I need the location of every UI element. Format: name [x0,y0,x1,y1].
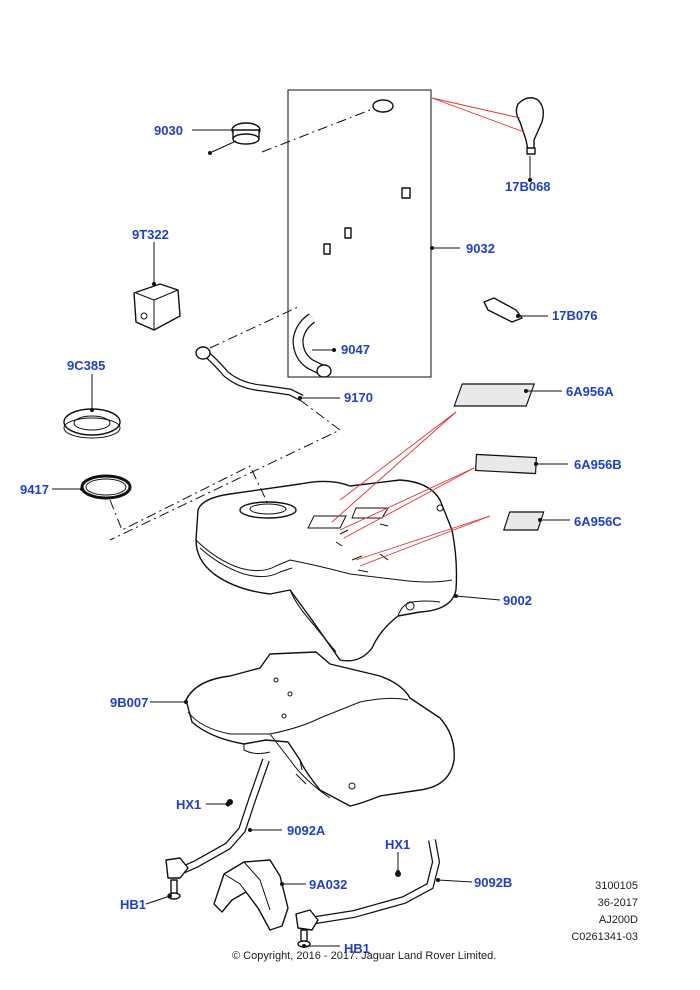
clip [483,297,523,323]
label-vent-tube[interactable]: 9170 [344,390,373,405]
label-6a956b[interactable]: 6A956B [574,457,622,472]
strap-b [295,839,441,931]
fuel-filler-pipe [301,97,426,319]
label-c-shape [502,511,545,531]
label-hb1-bottom[interactable]: HB1 [344,941,370,956]
label-b-shape [474,453,538,475]
label-a-shape [453,383,536,407]
label-hose[interactable]: 9047 [341,342,370,357]
info-line-1: 3100105 [595,880,638,892]
heat-shield [185,651,455,807]
hose [292,313,332,378]
label-clip[interactable]: 17B076 [552,308,598,323]
label-funnel[interactable]: 17B068 [505,179,551,194]
vent-to-tank-dashline [109,399,341,541]
strap-a [165,758,270,879]
fuel-tank [195,479,458,662]
vent-tube [195,346,304,402]
fuel-cap [208,122,261,155]
diagram-info-block: 3100105 36-2017 AJ200D C0261341-03 [571,878,638,946]
label-hx1-left[interactable]: HX1 [176,797,201,812]
vent-to-pipe-dashline [209,305,301,349]
label-6a956a[interactable]: 6A956A [566,384,614,399]
seal [80,474,132,500]
cap-to-pipe-dashline [261,109,371,153]
red-callouts [331,97,525,567]
label-fuel-tank[interactable]: 9002 [503,593,532,608]
label-lock-ring[interactable]: 9C385 [67,358,105,373]
copyright-notice: © Copyright, 2016 - 2017. Jaguar Land Ro… [232,950,497,962]
funnel [515,97,545,155]
control-module [133,283,181,331]
bracket [213,859,289,931]
label-heat-shield[interactable]: 9B007 [110,695,148,710]
seal-to-tank-dashline [109,465,269,531]
label-fuel-filler-pipe[interactable]: 9032 [466,241,495,256]
info-line-2: 36-2017 [597,897,638,909]
leader-lines [52,129,570,947]
filler-pipe-box [287,89,432,378]
label-strap-a[interactable]: 9092A [287,823,326,838]
lock-ring [63,408,121,439]
label-bracket[interactable]: 9A032 [309,877,347,892]
label-strap-b[interactable]: 9092B [474,875,512,890]
label-hx1-right[interactable]: HX1 [385,837,410,852]
label-fuel-cap[interactable]: 9030 [154,123,183,138]
label-control-module[interactable]: 9T322 [132,227,169,242]
label-6a956c[interactable]: 6A956C [574,514,622,529]
label-hb1-left[interactable]: HB1 [120,897,146,912]
info-line-3: AJ200D [598,914,638,926]
leader-dots [80,178,542,948]
label-seal[interactable]: 9417 [20,482,49,497]
info-line-4: C0261341-03 [571,931,638,943]
